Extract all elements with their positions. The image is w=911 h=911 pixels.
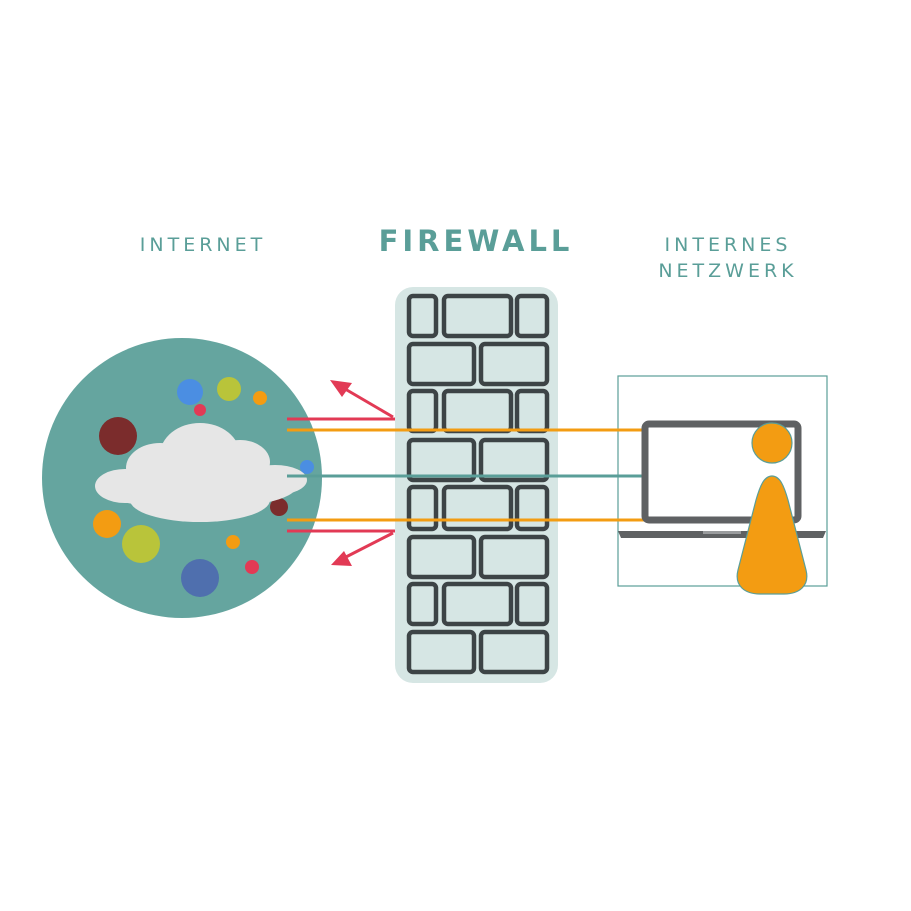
dot-blue-top: [177, 379, 203, 405]
dot-dark-red-left: [99, 417, 137, 455]
reject-arrow-head-bottom: [331, 551, 352, 566]
firewall-title: FIREWALL: [378, 224, 574, 258]
person-head: [751, 422, 793, 464]
person-body: [736, 475, 808, 595]
blocked-traffic-bottom: [287, 529, 398, 561]
dot-pink-bottom: [245, 560, 259, 574]
dot-orange-top: [253, 391, 267, 405]
laptop-trackpad-notch: [703, 531, 741, 534]
reject-arrow-icon: [341, 531, 394, 561]
dot-olive-top: [217, 377, 241, 401]
laptop-icon: [618, 420, 826, 538]
reject-arrow-icon: [339, 384, 394, 419]
dot-olive-bottom: [122, 525, 160, 563]
dot-dark-red-right: [270, 498, 288, 516]
brick-wall-icon: [395, 287, 558, 683]
internal-network-label: INTERNES NETZWERK: [618, 233, 838, 284]
globe-cloud-icon: [42, 338, 322, 618]
blocked-traffic-top: [287, 384, 398, 421]
person-icon: [736, 422, 808, 595]
reject-arrow-head-top: [330, 380, 352, 397]
dot-orange-left: [93, 510, 121, 538]
dot-blue-right: [300, 460, 314, 474]
dot-pink-top: [194, 404, 206, 416]
internal-network-label-line2: NETZWERK: [658, 259, 798, 282]
cloud: [95, 423, 307, 522]
dot-blue-bottom: [181, 559, 219, 597]
internal-network-label-line1: INTERNES: [664, 234, 792, 256]
dot-orange-mid: [226, 535, 240, 549]
internet-label: INTERNET: [139, 234, 267, 256]
internal-network-frame: [617, 375, 828, 587]
